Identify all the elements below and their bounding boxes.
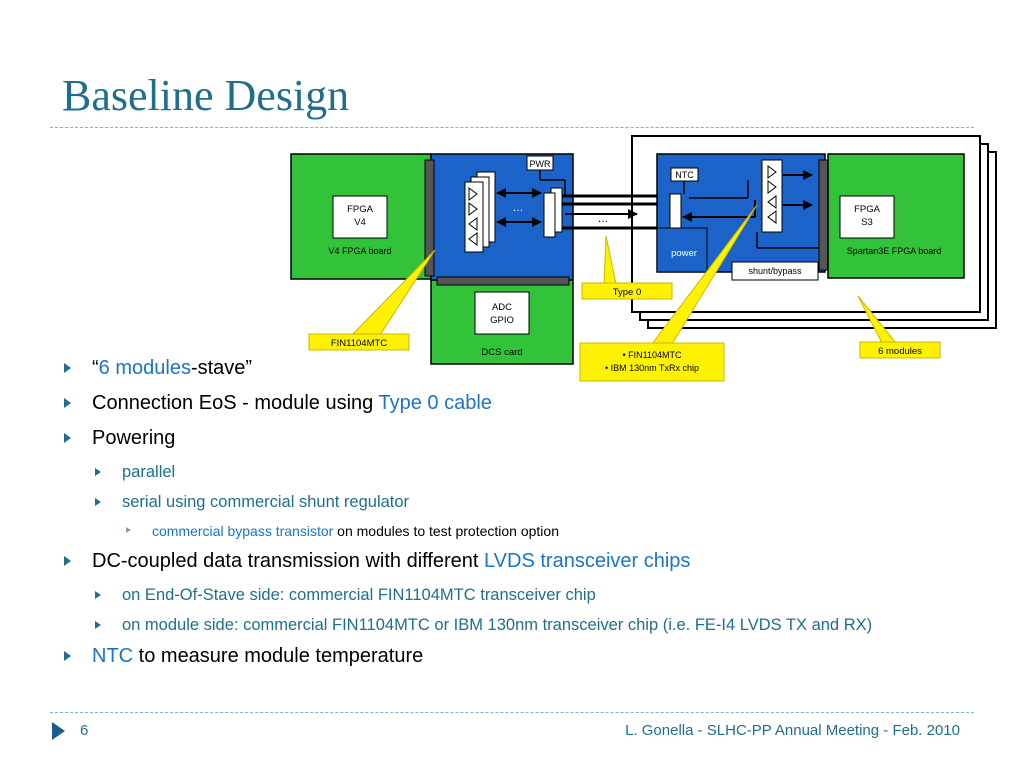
bullet-list: “6 modules-stave” Connection EoS - modul… bbox=[60, 356, 960, 679]
gpio-label: GPIO bbox=[490, 315, 514, 326]
slide-title: Baseline Design bbox=[62, 71, 350, 120]
callout-type0 bbox=[581, 282, 673, 300]
eos-transceiver-chip-1 bbox=[464, 181, 484, 253]
callout-chips-line-1: • FIN1104MTC bbox=[623, 350, 682, 360]
footer-divider bbox=[50, 712, 974, 713]
lvds-highlight: LVDS transceiver chips bbox=[484, 550, 691, 572]
eos-dots: … bbox=[513, 202, 524, 214]
ntc-highlight: NTC bbox=[92, 645, 134, 667]
bullet-serial-text: serial using commercial shunt regulator bbox=[122, 493, 410, 511]
bypass-transistor-highlight: commercial bypass transistor bbox=[152, 523, 334, 539]
bullet-arrow-icon bbox=[64, 556, 71, 566]
spartan-board-label: Spartan3E FPGA board bbox=[847, 246, 942, 256]
bullet-quote-open: “ bbox=[92, 357, 99, 379]
eos-buffer-symbols bbox=[468, 187, 478, 246]
shunt-bypass-box bbox=[731, 261, 819, 281]
bullet-connection: Connection EoS - module using Type 0 cab… bbox=[60, 391, 960, 415]
module-connector-right bbox=[818, 159, 829, 271]
bullet-arrow-icon bbox=[64, 651, 71, 661]
fpga-s3-label-1: FPGA bbox=[854, 204, 881, 215]
shunt-bypass-label: shunt/bypass bbox=[748, 266, 802, 276]
footer-credit: L. Gonella - SLHC-PP Annual Meeting - Fe… bbox=[625, 722, 960, 739]
bullet-ntc-rest: to measure module temperature bbox=[133, 645, 424, 667]
bullet-serial: serial using commercial shunt regulator bbox=[60, 491, 960, 513]
bullet-eos-side: on End-Of-Stave side: commercial FIN1104… bbox=[60, 584, 960, 606]
bullet-eos-side-text: on End-Of-Stave side: commercial FIN1104… bbox=[122, 586, 596, 604]
callout-type0-pointer bbox=[603, 235, 617, 285]
sub-bullet-arrow-icon bbox=[95, 498, 101, 506]
sub-sub-bullet-arrow-icon bbox=[126, 527, 131, 533]
bullet-arrow-icon bbox=[64, 363, 71, 373]
adc-gpio-chip bbox=[474, 291, 530, 335]
fpga-v4-label-1: FPGA bbox=[347, 204, 374, 215]
adc-label: ADC bbox=[492, 302, 512, 313]
callout-chips bbox=[579, 342, 725, 382]
baseline-design-diagram: FPGA V4 V4 FPGA board ADC GPIO DCS card … bbox=[290, 135, 997, 382]
callout-chips-line-2: • IBM 130nm TxRx chip bbox=[605, 363, 699, 373]
bullet-dc-coupled-text: DC-coupled data transmission with differ… bbox=[92, 550, 485, 572]
eos-connector-left bbox=[424, 159, 435, 277]
page-number: 6 bbox=[80, 722, 89, 739]
bullet-arrow-icon bbox=[64, 398, 71, 408]
pwr-label: PWR bbox=[530, 159, 551, 169]
ntc-sensor bbox=[669, 193, 682, 229]
v4-board-label: V4 FPGA board bbox=[328, 246, 391, 256]
callout-type0-label: Type 0 bbox=[613, 287, 642, 298]
fpga-v4-chip bbox=[332, 195, 388, 239]
bullet-modules-stave: “6 modules-stave” bbox=[60, 356, 960, 380]
fpga-s3-label-2: S3 bbox=[861, 217, 873, 228]
bullet-bypass-rest: on modules to test protection option bbox=[333, 523, 559, 539]
bullet-bypass-transistor: commercial bypass transistor on modules … bbox=[60, 521, 960, 541]
callout-modules-label: 6 modules bbox=[878, 346, 922, 357]
eos-driver-chip-1 bbox=[543, 192, 556, 238]
ntc-label: NTC bbox=[675, 170, 694, 180]
module-buffer-symbols bbox=[767, 165, 777, 224]
bullet-stave-rest: -stave” bbox=[190, 357, 253, 379]
eos-connector-bottom bbox=[436, 276, 570, 286]
module-power-section bbox=[656, 227, 708, 273]
sub-bullet-arrow-icon bbox=[95, 468, 101, 476]
sub-bullet-arrow-icon bbox=[95, 591, 101, 599]
fpga-v4-label-2: V4 bbox=[354, 217, 366, 228]
title-divider bbox=[50, 127, 974, 128]
callout-fin bbox=[308, 333, 410, 351]
power-label: power bbox=[671, 248, 697, 259]
module-transceiver-chip bbox=[761, 159, 783, 233]
type0-cable-dots: … bbox=[598, 213, 609, 225]
bullet-ntc: NTC to measure module temperature bbox=[60, 644, 960, 668]
dcs-card-label: DCS card bbox=[481, 347, 522, 358]
bullet-powering: Powering bbox=[60, 426, 960, 450]
fpga-s3-chip bbox=[839, 195, 895, 239]
sub-bullet-arrow-icon bbox=[95, 621, 101, 629]
callout-modules bbox=[859, 341, 941, 359]
bullet-parallel-text: parallel bbox=[122, 463, 176, 481]
six-modules-highlight: 6 modules bbox=[98, 357, 191, 379]
bullet-parallel: parallel bbox=[60, 461, 960, 483]
callout-fin-label: FIN1104MTC bbox=[331, 338, 387, 349]
bullet-powering-text: Powering bbox=[92, 427, 176, 449]
bullet-connection-text: Connection EoS - module using bbox=[92, 392, 379, 414]
bullet-module-side: on module side: commercial FIN1104MTC or… bbox=[60, 614, 960, 636]
bullet-module-side-text: on module side: commercial FIN1104MTC or… bbox=[122, 616, 873, 634]
footer-triangle-icon bbox=[52, 722, 65, 740]
bullet-dc-coupled: DC-coupled data transmission with differ… bbox=[60, 549, 960, 573]
type0-cable-highlight: Type 0 cable bbox=[378, 392, 492, 414]
bullet-arrow-icon bbox=[64, 433, 71, 443]
